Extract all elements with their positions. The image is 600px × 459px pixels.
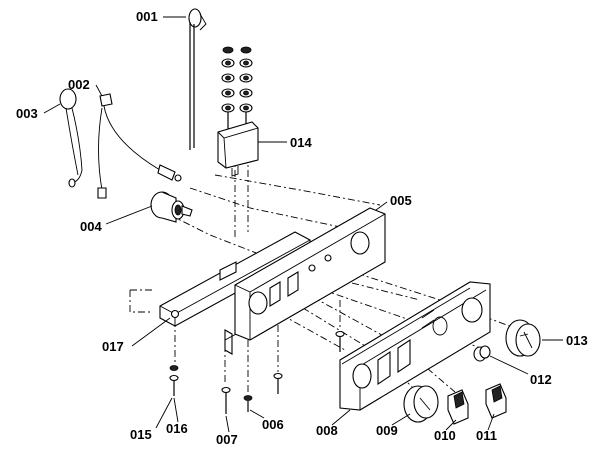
label-016: 016 xyxy=(166,421,188,436)
label-017: 017 xyxy=(102,339,124,354)
label-008: 008 xyxy=(316,423,338,438)
label-001: 001 xyxy=(136,9,158,24)
label-004: 004 xyxy=(80,219,102,234)
label-005: 005 xyxy=(390,193,412,208)
label-011: 011 xyxy=(476,428,497,443)
screw-stack-left xyxy=(221,46,235,113)
label-002: 002 xyxy=(68,77,90,92)
part-010-rocker-switch xyxy=(447,389,469,425)
screw-parts xyxy=(169,330,345,414)
label-003: 003 xyxy=(16,106,38,121)
label-009: 009 xyxy=(376,423,398,438)
label-013: 013 xyxy=(566,333,588,348)
part-008-front-plate xyxy=(339,281,491,411)
part-017-bracket xyxy=(159,231,311,355)
label-007: 007 xyxy=(216,432,238,447)
screw-stack-right xyxy=(239,46,253,113)
part-012-small-cap xyxy=(473,345,491,362)
label-006: 006 xyxy=(262,417,284,432)
leader-lines xyxy=(43,16,563,433)
label-015: 015 xyxy=(130,427,152,442)
label-010: 010 xyxy=(434,428,456,443)
part-005-main-panel xyxy=(234,207,386,341)
part-013-large-knob xyxy=(505,319,541,357)
part-009-round-knob xyxy=(403,385,439,423)
part-011-rocker-switch xyxy=(485,383,507,419)
part-003-sensor xyxy=(59,88,83,188)
part-002-wire-harness xyxy=(97,93,182,199)
part-001-wire-lamp xyxy=(188,8,207,150)
part-014-block-with-screws xyxy=(217,46,259,177)
label-014: 014 xyxy=(290,135,312,150)
part-labels: 001 002 003 004 005 006 007 008 009 010 … xyxy=(16,9,588,447)
part-004-connector xyxy=(150,191,193,223)
label-012: 012 xyxy=(530,372,552,387)
